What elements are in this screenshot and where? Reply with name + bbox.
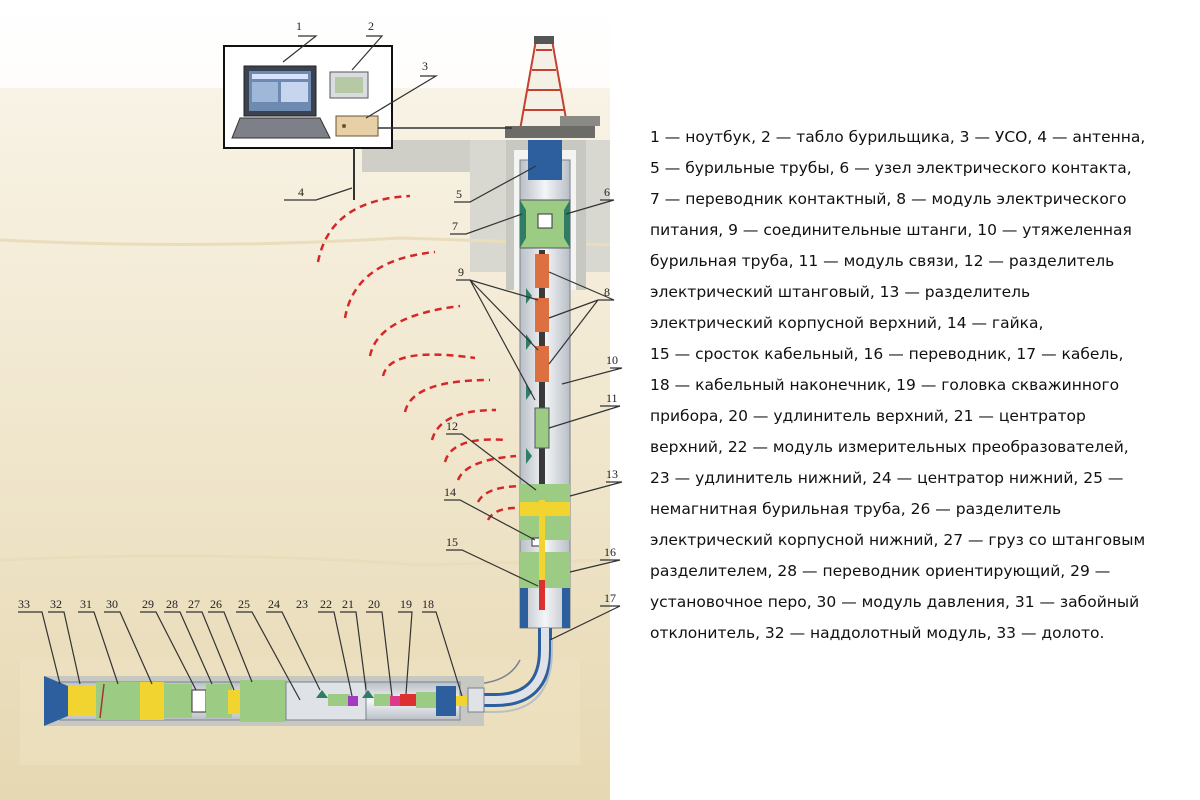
cable-splice xyxy=(539,580,545,610)
power-module-1 xyxy=(535,254,549,288)
legend-line-15: разделителем, 28 — переводник ориентирую… xyxy=(650,562,1111,580)
callout-2: 2 xyxy=(368,19,374,33)
legend-line-13: немагнитная бурильная труба, 26 — раздел… xyxy=(650,500,1062,518)
callout-20: 20 xyxy=(368,597,380,611)
legend-line-17: отклонитель, 32 — наддолотный модуль, 33… xyxy=(650,624,1105,642)
callout-4: 4 xyxy=(298,185,304,199)
callout-30: 30 xyxy=(106,597,118,611)
callout-15: 15 xyxy=(446,535,458,549)
legend-line-9: 18 — кабельный наконечник, 19 — головка … xyxy=(650,376,1120,394)
leader-lines xyxy=(18,35,623,701)
upper-extender xyxy=(390,696,400,706)
callout-9: 9 xyxy=(458,265,464,279)
legend-line-1: 1 — ноутбук, 2 — табло бурильщика, 3 — У… xyxy=(650,128,1146,146)
callout-18: 18 xyxy=(422,597,434,611)
callout-13: 13 xyxy=(606,467,618,481)
legend-line-4: питания, 9 — соединительные штанги, 10 —… xyxy=(650,221,1132,239)
callout-5: 5 xyxy=(456,187,462,201)
cable-lug xyxy=(456,696,474,706)
legend-line-12: 23 — удлинитель нижний, 24 — центратор н… xyxy=(650,469,1124,487)
callout-28: 28 xyxy=(166,597,178,611)
callout-26: 26 xyxy=(210,597,222,611)
callout-1: 1 xyxy=(296,19,302,33)
drill-pipe-top xyxy=(528,140,562,180)
measuring-module xyxy=(348,696,358,706)
callout-3: 3 xyxy=(422,59,428,73)
legend-line-3: 7 — переводник контактный, 8 — модуль эл… xyxy=(650,190,1127,208)
callout-14: 14 xyxy=(444,485,456,499)
legend-line-8: 15 — сросток кабельный, 16 — переводник,… xyxy=(650,345,1124,363)
callout-19: 19 xyxy=(400,597,412,611)
callout-31: 31 xyxy=(80,597,92,611)
setting-pen xyxy=(191,689,207,713)
callout-16: 16 xyxy=(604,545,616,559)
callout-8: 8 xyxy=(604,285,610,299)
legend-line-10: прибора, 20 — удлинитель верхний, 21 — ц… xyxy=(650,407,1086,425)
callout-12: 12 xyxy=(446,419,458,433)
tool-head xyxy=(400,694,416,706)
legend-line-7: электрический корпусной верхний, 14 — га… xyxy=(650,314,1044,332)
legend-line-11: верхний, 22 — модуль измерительных преоб… xyxy=(650,438,1129,456)
communication-module xyxy=(534,407,550,449)
power-module-3 xyxy=(535,346,549,382)
callout-7: 7 xyxy=(452,219,458,233)
callout-29: 29 xyxy=(142,597,154,611)
lower-housing-divider xyxy=(240,680,286,722)
legend-text: 1 — ноутбук, 2 — табло бурильщика, 3 — У… xyxy=(650,122,1180,649)
power-module-2 xyxy=(535,298,549,332)
callout-32: 32 xyxy=(50,597,62,611)
legend-line-6: электрический штанговый, 13 — разделител… xyxy=(650,283,1031,301)
callout-21: 21 xyxy=(342,597,354,611)
laptop-icon xyxy=(231,65,331,139)
surface-equipment xyxy=(223,45,512,200)
driller-display-icon xyxy=(329,71,369,99)
callout-11: 11 xyxy=(606,391,618,405)
drill-bit xyxy=(44,676,68,726)
callout-10: 10 xyxy=(606,353,618,367)
callout-17: 17 xyxy=(604,591,616,605)
callout-33: 33 xyxy=(18,597,30,611)
drilling-rig-icon xyxy=(505,36,600,138)
legend-line-14: электрический корпусной нижний, 27 — гру… xyxy=(650,531,1146,549)
callout-27: 27 xyxy=(188,597,200,611)
callout-23: 23 xyxy=(296,597,308,611)
callout-25: 25 xyxy=(238,597,250,611)
legend-line-16: установочное перо, 30 — модуль давления,… xyxy=(650,593,1140,611)
callout-22: 22 xyxy=(320,597,332,611)
uso-unit-icon xyxy=(335,115,379,137)
legend-line-2: 5 — бурильные трубы, 6 — узел электричес… xyxy=(650,159,1132,177)
orienting-sub xyxy=(206,684,232,718)
pressure-module xyxy=(164,684,192,718)
callout-numbers: 1 2 3 4 5 6 7 8 9 10 11 12 13 14 15 16 1… xyxy=(18,19,618,611)
horizontal-borehole xyxy=(44,676,485,726)
callout-24: 24 xyxy=(268,597,280,611)
upper-housing-divider xyxy=(520,484,570,502)
legend-line-5: бурильная труба, 11 — модуль связи, 12 —… xyxy=(650,252,1115,270)
vertical-borehole xyxy=(506,140,586,629)
near-bit-module xyxy=(68,686,96,716)
callout-6: 6 xyxy=(604,185,610,199)
signal-waves xyxy=(316,194,527,521)
